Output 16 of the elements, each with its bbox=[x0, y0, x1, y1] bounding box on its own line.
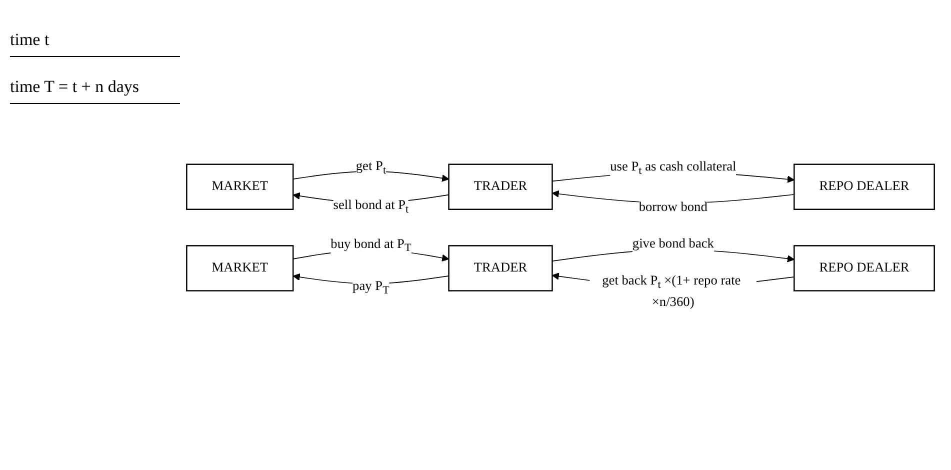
edge-label: pay P$_{T}$ bbox=[352, 279, 390, 296]
node-box: MARKET bbox=[186, 164, 294, 210]
edge-label: use P$_{t}$ as cash collateral bbox=[610, 160, 736, 177]
node-box: REPO DEALER bbox=[794, 245, 935, 292]
edge-label: give bond back bbox=[632, 237, 714, 252]
section-heading: time T = t + n days bbox=[10, 77, 180, 104]
edge-label: get back P$_{t}$ ×(1+ repo rate ×n/360) bbox=[602, 274, 741, 310]
node-box: TRADER bbox=[448, 245, 553, 292]
edge-label: buy bond at P$_{T}$ bbox=[330, 237, 412, 254]
node-box: REPO DEALER bbox=[794, 164, 935, 210]
edge-label: sell bond at P$_{t}$ bbox=[333, 198, 409, 216]
section-heading: time t bbox=[10, 30, 180, 57]
edge-label: borrow bond bbox=[638, 200, 708, 215]
node-box: MARKET bbox=[186, 245, 294, 292]
edge-label: get P$_{t}$ bbox=[356, 159, 386, 176]
node-box: TRADER bbox=[448, 164, 553, 210]
